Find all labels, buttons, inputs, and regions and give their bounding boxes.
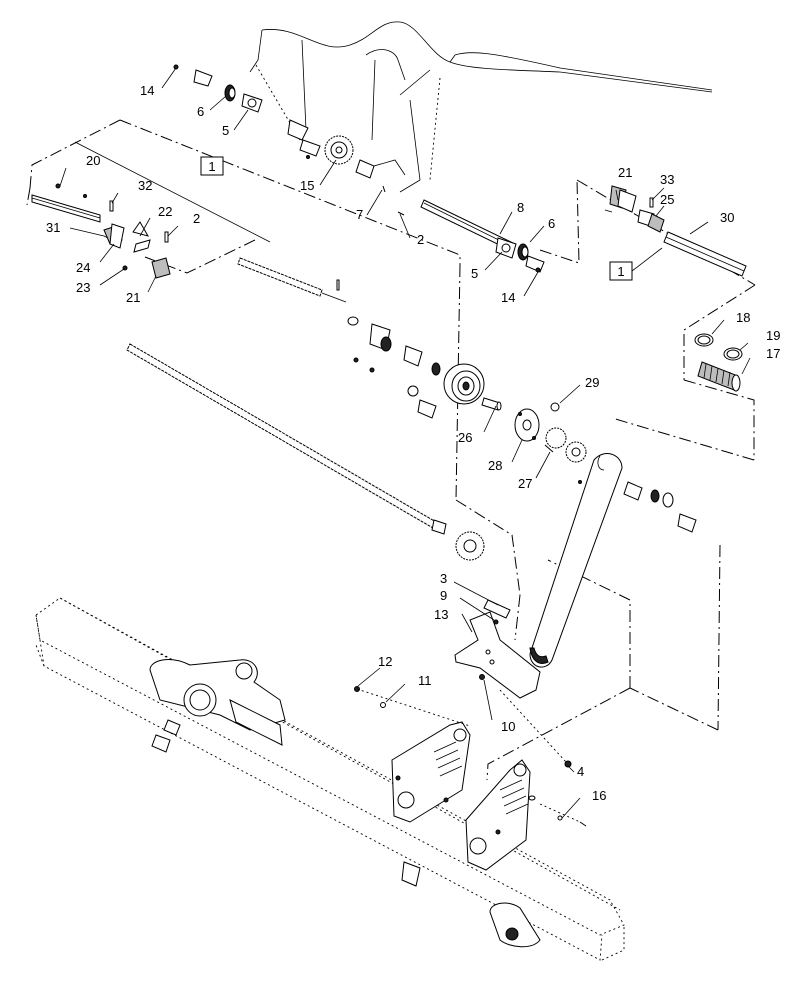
ring-18 (694, 333, 714, 347)
spacer-26 (481, 397, 502, 411)
lower-frame-parts (401, 861, 541, 948)
bracket-13 (454, 599, 541, 699)
bearing-6-upper (224, 84, 236, 102)
callout-labels: 14 6 5 15 7 2 8 6 5 14 20 32 22 2 31 24 … (46, 83, 780, 803)
leader-lines (59, 67, 751, 819)
hardware-small-parts (354, 686, 587, 827)
nut-29 (550, 402, 560, 412)
callout-14: 14 (501, 290, 515, 305)
callout-12: 12 (378, 654, 392, 669)
pin-7 (382, 185, 386, 193)
clutch-sprocket (443, 363, 485, 405)
ref-box-left-label: 1 (208, 159, 215, 174)
callout-28: 28 (488, 458, 502, 473)
callout-22: 22 (158, 204, 172, 219)
left-shaft-parts (55, 183, 171, 279)
right-mount-plate (465, 759, 531, 871)
callout-19: 19 (766, 328, 780, 343)
callout-25: 25 (660, 192, 674, 207)
plate-28 (514, 408, 540, 442)
header-sheet-outline (249, 21, 713, 193)
sprocket-15 (324, 135, 354, 165)
callout-32: 32 (138, 178, 152, 193)
ref-box-right-label: 1 (617, 264, 624, 279)
sprocket-27 (544, 427, 587, 463)
upper-chain (237, 257, 347, 303)
callout-33: 33 (660, 172, 674, 187)
callout-23: 23 (76, 280, 90, 295)
callout-21: 21 (126, 290, 140, 305)
callout-8: 8 (517, 200, 524, 215)
left-mount-plate (391, 721, 471, 823)
callout-9: 9 (440, 588, 447, 603)
callout-6: 6 (197, 104, 204, 119)
hitch-assembly (149, 659, 286, 753)
callout-21: 21 (618, 165, 632, 180)
callout-13: 13 (434, 607, 448, 622)
callout-7: 7 (356, 207, 363, 222)
callout-31: 31 (46, 220, 60, 235)
callout-29: 29 (585, 375, 599, 390)
callout-2: 2 (417, 232, 424, 247)
callout-20: 20 (86, 153, 100, 168)
hub-collar-upper (299, 139, 375, 179)
ref-box-left: 1 (200, 156, 224, 176)
callout-18: 18 (736, 310, 750, 325)
right-shaft-parts (604, 185, 665, 233)
callout-14: 14 (140, 83, 154, 98)
lower-chain (126, 343, 437, 529)
callout-17: 17 (766, 346, 780, 361)
ref-box-right: 1 (609, 261, 633, 281)
flange-5-upper (241, 93, 263, 113)
ring-19 (723, 347, 743, 361)
callout-16: 16 (592, 788, 606, 803)
callout-10: 10 (501, 719, 515, 734)
callout-4: 4 (577, 764, 584, 779)
coupler-17 (697, 361, 741, 392)
callout-6: 6 (548, 216, 555, 231)
chain-guard (529, 453, 623, 668)
bearing-6-right (517, 243, 529, 261)
small-bracket-upper (173, 64, 309, 141)
callout-24: 24 (76, 260, 90, 275)
callout-5: 5 (471, 266, 478, 281)
left-shaft-31 (31, 194, 101, 223)
middle-drive-parts (336, 279, 441, 419)
callout-15: 15 (300, 178, 314, 193)
callout-2: 2 (193, 211, 200, 226)
right-idler-parts (578, 480, 697, 533)
callout-11: 11 (418, 673, 432, 688)
callout-5: 5 (222, 123, 229, 138)
callout-30: 30 (720, 210, 734, 225)
main-frame-beam (35, 597, 625, 961)
callout-26: 26 (458, 430, 472, 445)
key-2-upper (397, 211, 405, 216)
callout-27: 27 (518, 476, 532, 491)
callout-3: 3 (440, 571, 447, 586)
lower-sprocket (431, 519, 485, 561)
right-shaft-30 (663, 231, 747, 277)
